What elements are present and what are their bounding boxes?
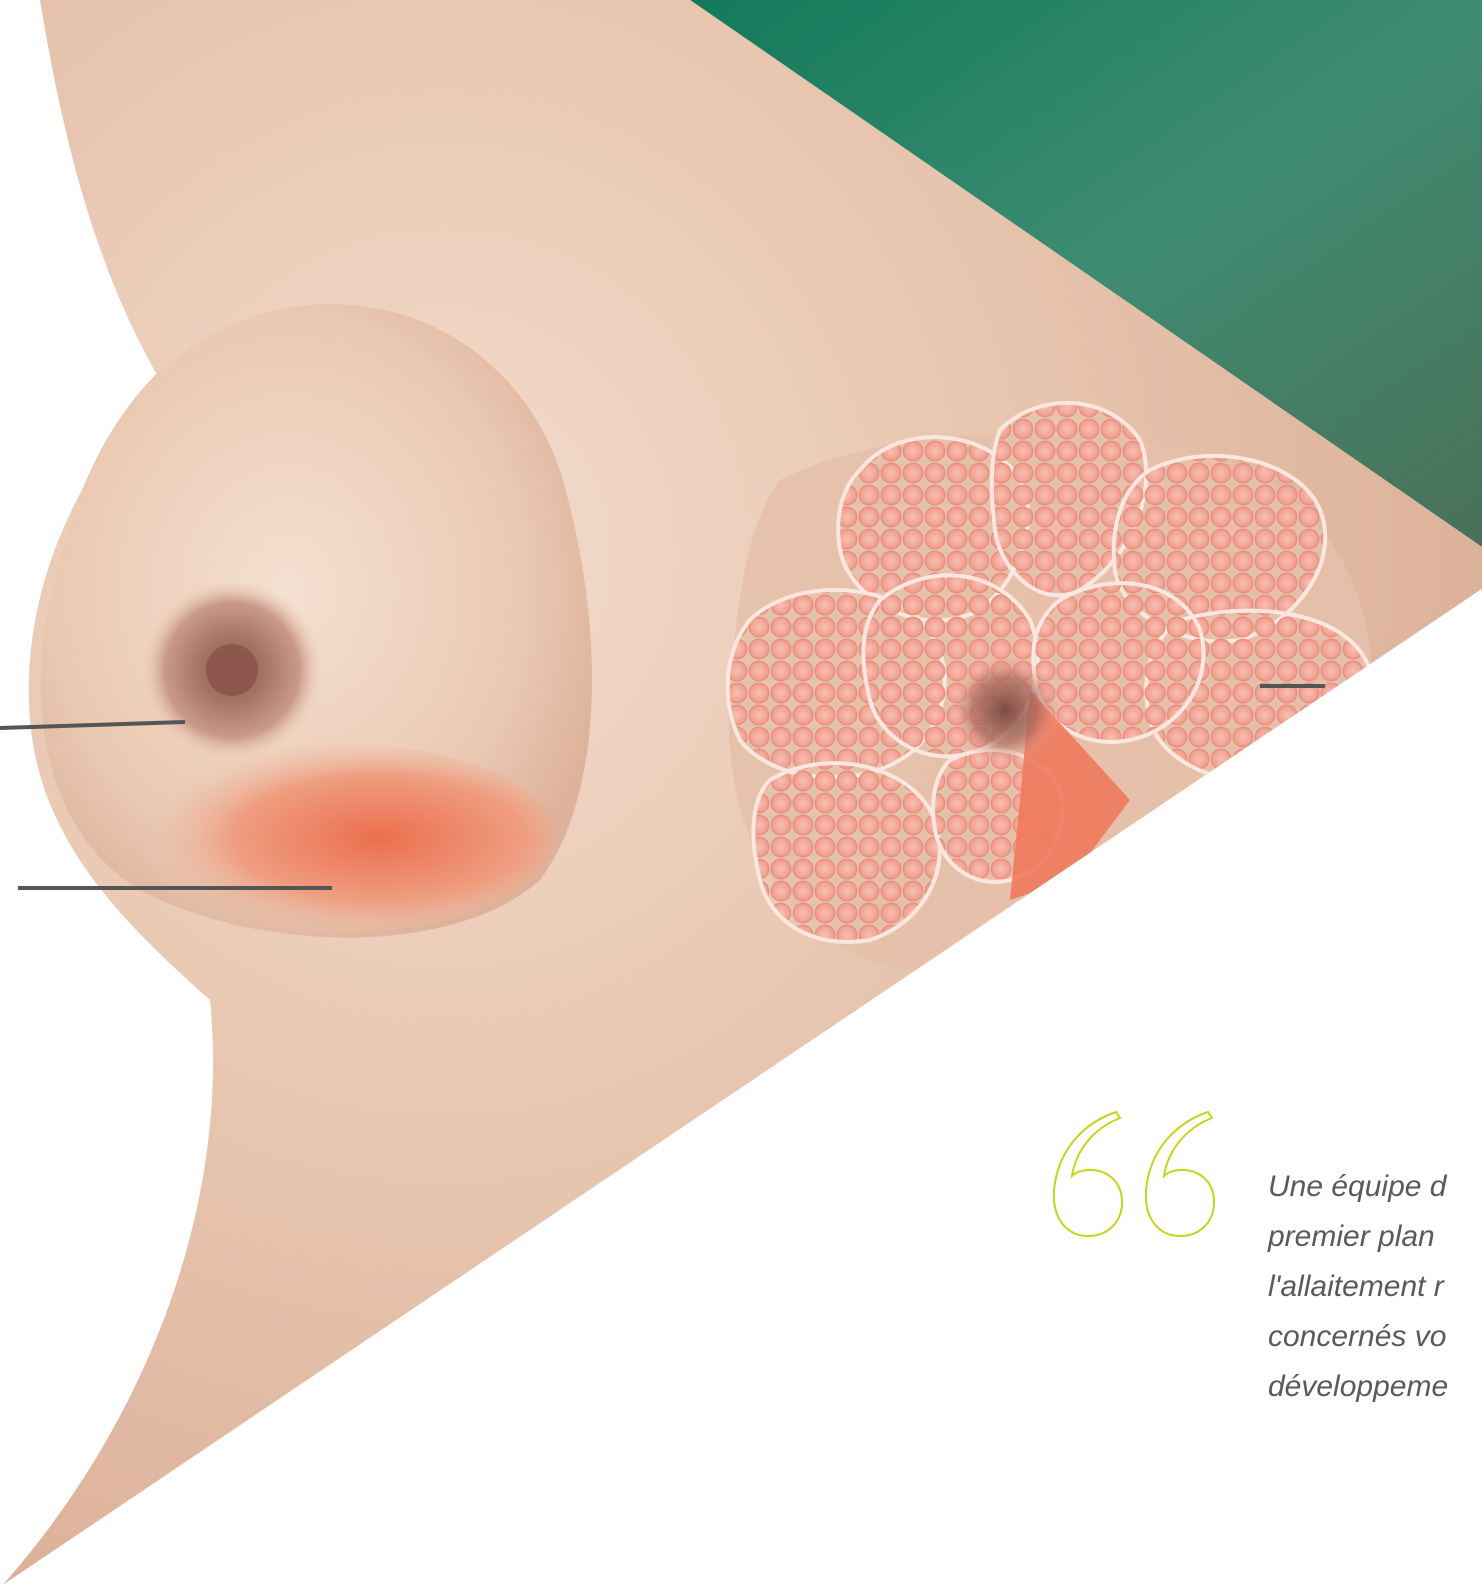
nipple [206,644,258,696]
nipple-cross-section [950,655,1060,765]
quote-text: Une équipe d premier plan l'allaitement … [1268,1162,1482,1412]
inflammation-zone [115,743,555,933]
quote-open-icon [1036,1098,1236,1248]
